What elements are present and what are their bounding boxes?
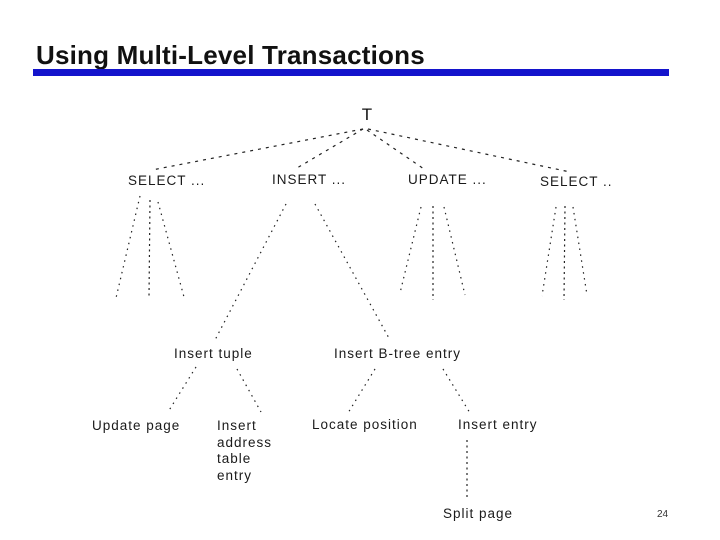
edge-update-fan-left bbox=[399, 206, 422, 294]
tree-node-insert-tuple: Insert tuple bbox=[174, 346, 253, 361]
tree-node-insert: INSERT ... bbox=[272, 172, 347, 187]
edge-select2-fan-left bbox=[541, 206, 557, 297]
edge-btree-locateposition bbox=[347, 368, 376, 414]
tree-node-root: T bbox=[361, 105, 373, 124]
tree-node-insert-address-table-entry: Insert address table entry bbox=[217, 418, 273, 483]
tree-node-update: UPDATE ... bbox=[408, 172, 487, 187]
tree-node-select1: SELECT ... bbox=[128, 173, 206, 188]
edge-select1-fan-left bbox=[115, 195, 141, 299]
edge-insert-inserttuple bbox=[214, 203, 287, 341]
edge-insert-btreeentry bbox=[314, 203, 391, 341]
edge-select1-fan-right bbox=[157, 201, 185, 298]
edge-select2-fan-right bbox=[572, 206, 588, 296]
tree-node-update-page: Update page bbox=[92, 418, 181, 433]
tree-node-split-page: Split page bbox=[443, 506, 514, 521]
edge-root-update bbox=[366, 129, 425, 170]
edge-inserttuple-updatepage bbox=[167, 366, 197, 413]
edge-btree-insertentry bbox=[442, 368, 471, 414]
edge-root-select2 bbox=[367, 128, 571, 173]
edge-update-fan-right bbox=[443, 206, 466, 296]
edge-select2-fan-center bbox=[563, 205, 566, 301]
edge-select1-fan-center bbox=[148, 199, 151, 298]
edge-inserttuple-addrentry bbox=[236, 368, 262, 413]
page-number: 24 bbox=[657, 509, 669, 520]
tree-node-select2: SELECT .. bbox=[540, 174, 613, 189]
tree-node-insert-btree-entry: Insert B-tree entry bbox=[334, 346, 462, 361]
edge-root-select1 bbox=[151, 128, 364, 171]
page-title: Using Multi-Level Transactions bbox=[36, 40, 425, 70]
title-underline-bar bbox=[33, 69, 669, 76]
tree-node-insert-entry: Insert entry bbox=[458, 417, 538, 432]
tree-node-locate-position: Locate position bbox=[312, 417, 418, 432]
